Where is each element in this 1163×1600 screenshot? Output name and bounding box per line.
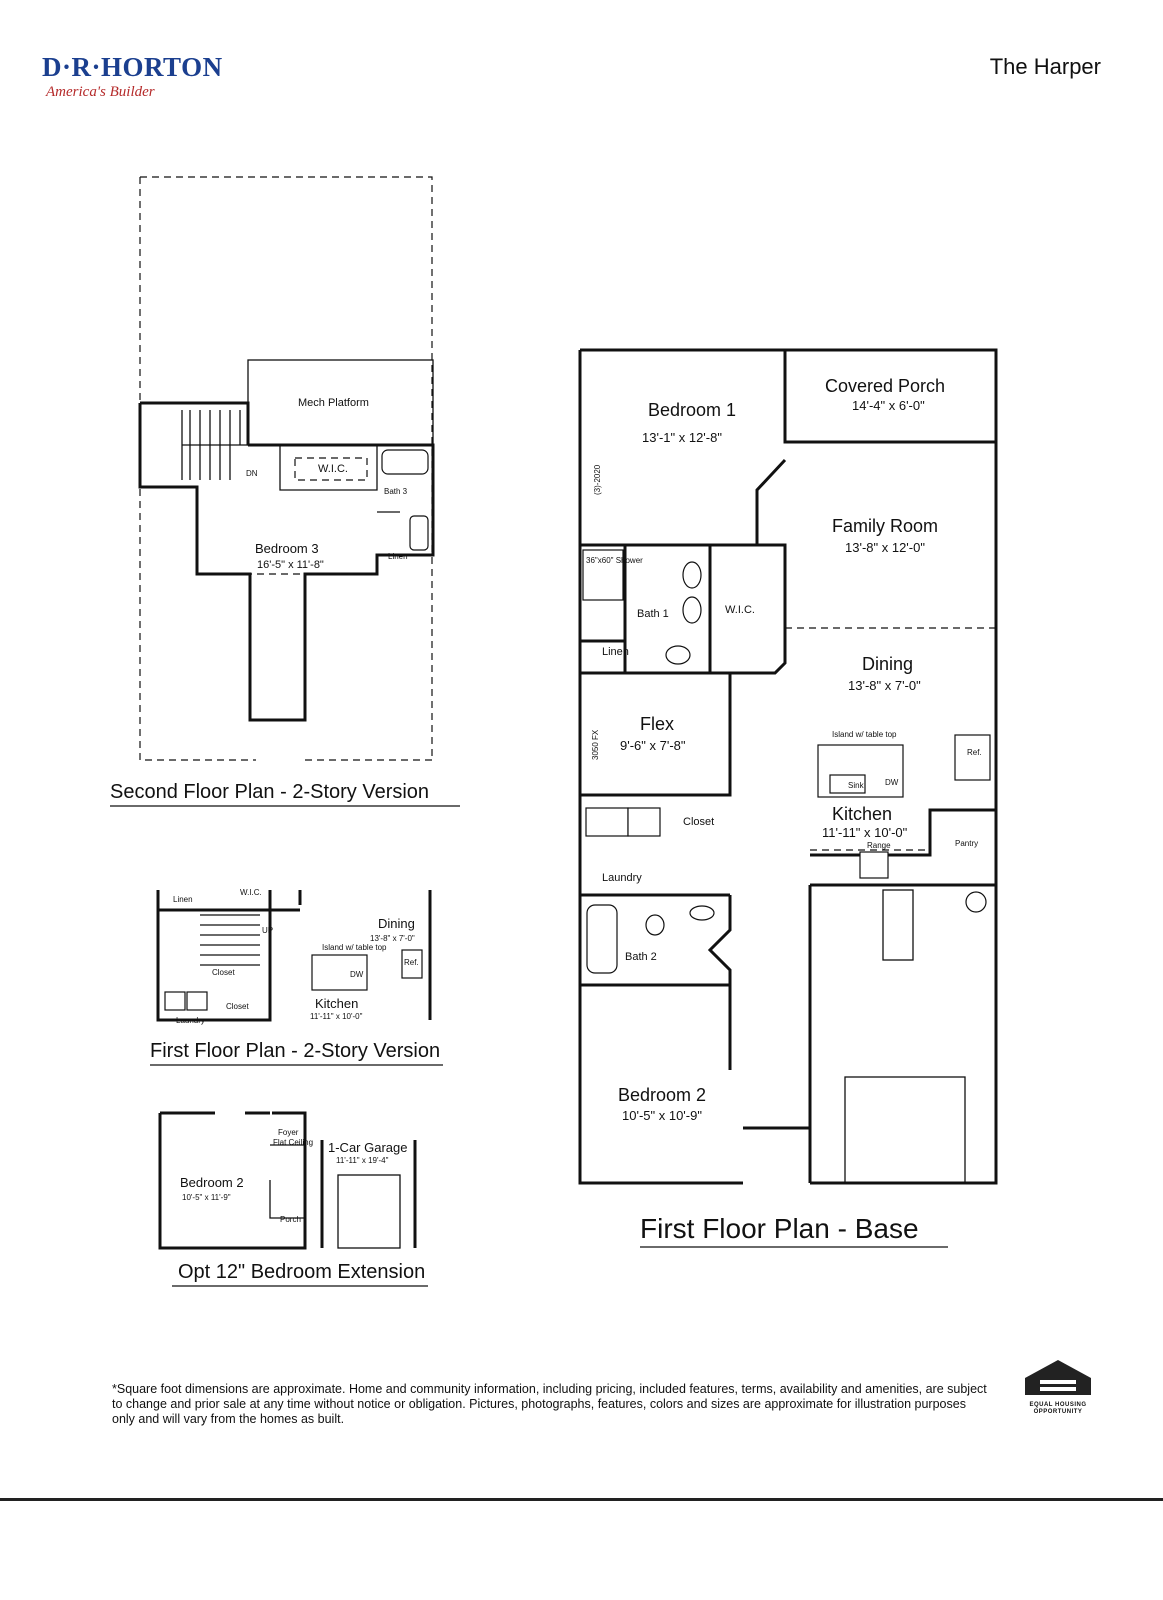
kitchen-label: Kitchen [315,996,358,1011]
dw-label: DW [350,970,364,979]
laundry-label: Laundry [602,872,642,884]
bedroom2-dimension: 10'-5" x 11'-9" [182,1193,231,1202]
dining-label: Dining [378,916,415,931]
second-floor-caption: Second Floor Plan - 2-Story Version [110,781,429,803]
kitchen-dimension: 11'-11" x 10'-0" [822,825,908,840]
bath2-label: Bath 2 [625,951,657,963]
dining-label: Dining [862,654,913,674]
equal-housing-block: EQUAL HOUSING OPPORTUNITY [1022,1402,1094,1416]
bedroom3-dimension: 16'-5" x 11'-8" [257,559,324,571]
covered-porch-dimension: 14'-4" x 6'-0" [852,398,925,413]
laundry-label: Laundry [176,1016,205,1025]
bottom-divider [0,1498,1163,1501]
linen-label: Linen [388,552,408,561]
shower-label: 36"x60" Shower [586,556,643,565]
brand-tagline: America's Builder [46,84,155,100]
kitchen-dimension: 11'-11" x 10'-0" [310,1012,363,1021]
island-label: Island w/ table top [322,943,387,952]
pantry-label: Pantry [955,839,978,848]
wic-label: W.I.C. [318,463,348,475]
flex-label: Flex [640,714,674,734]
bedroom-extension-caption: Opt 12" Bedroom Extension [178,1261,425,1283]
mech-platform-label: Mech Platform [298,397,369,409]
wic-label: W.I.C. [725,604,755,616]
bedroom-extension-plan: Foyer Flat Ceiling Bedroom 2 10'-5" x 11… [158,1111,428,1287]
second-floor-plan: Mech Platform DN W.I.C. Bath 3 Linen Bed… [110,176,460,807]
sink-label: Sink [848,781,865,790]
island-label: Island w/ table top [832,730,897,739]
flex-dimension: 9'-6" x 7'-8" [620,738,686,753]
ref-label: Ref. [404,958,419,967]
first-floor-2story-caption: First Floor Plan - 2-Story Version [150,1040,440,1062]
bedroom2-dimension: 10'-5" x 10'-9" [622,1108,702,1123]
garage-dimension: 11'-11" x 19'-4" [336,1156,389,1165]
first-floor-2story-plan: Linen W.I.C. UP Closet Closet Laundry Di… [150,888,443,1066]
bath3-label: Bath 3 [384,487,408,496]
plan-name: The Harper [989,54,1101,79]
disclaimer-text: *Square foot dimensions are approximate.… [112,1382,987,1426]
bedroom2-label: Bedroom 2 [618,1085,706,1105]
porch-label: Porch [280,1215,301,1224]
brand-logo: D·R·HORTON [42,52,223,82]
ref-label: Ref. [967,748,982,757]
bedroom2-label: Bedroom 2 [180,1175,244,1190]
flat-ceiling-label: Flat Ceiling [273,1138,313,1147]
linen-label: Linen [173,895,193,904]
family-room-label: Family Room [832,516,938,536]
range-label: Range [867,841,891,850]
bedroom1-window-label: (3)-2020 [593,464,602,495]
bedroom3-label: Bedroom 3 [255,541,319,556]
flex-window-label: 3050 FX [591,729,600,760]
first-floor-base-plan: Bedroom 1 13'-1" x 12'-8" (3)-2020 Cover… [578,348,998,1248]
garage-label: 1-Car Garage [328,1140,407,1155]
up-label: UP [262,926,273,935]
dining-dimension: 13'-8" x 7'-0" [370,934,415,943]
stair-down-label: DN [246,469,258,478]
first-floor-base-caption: First Floor Plan - Base [640,1213,919,1244]
dw-label: DW [885,778,899,787]
foyer-label: Foyer [278,1128,299,1137]
dining-dimension: 13'-8" x 7'-0" [848,678,921,693]
covered-porch-label: Covered Porch [825,376,945,396]
family-room-dimension: 13'-8" x 12'-0" [845,540,925,555]
bedroom1-dimension: 13'-1" x 12'-8" [642,430,722,445]
equal-housing-icon [1025,1360,1091,1395]
linen-label: Linen [602,646,629,658]
closet2-label: Closet [226,1002,249,1011]
closet-label: Closet [683,816,714,828]
kitchen-label: Kitchen [832,804,892,824]
wic-label: W.I.C. [240,888,262,897]
closet-label: Closet [212,968,235,977]
bath1-label: Bath 1 [637,608,669,620]
bedroom1-label: Bedroom 1 [648,400,736,420]
equal-housing-label: EQUAL HOUSING OPPORTUNITY [1029,1402,1087,1415]
